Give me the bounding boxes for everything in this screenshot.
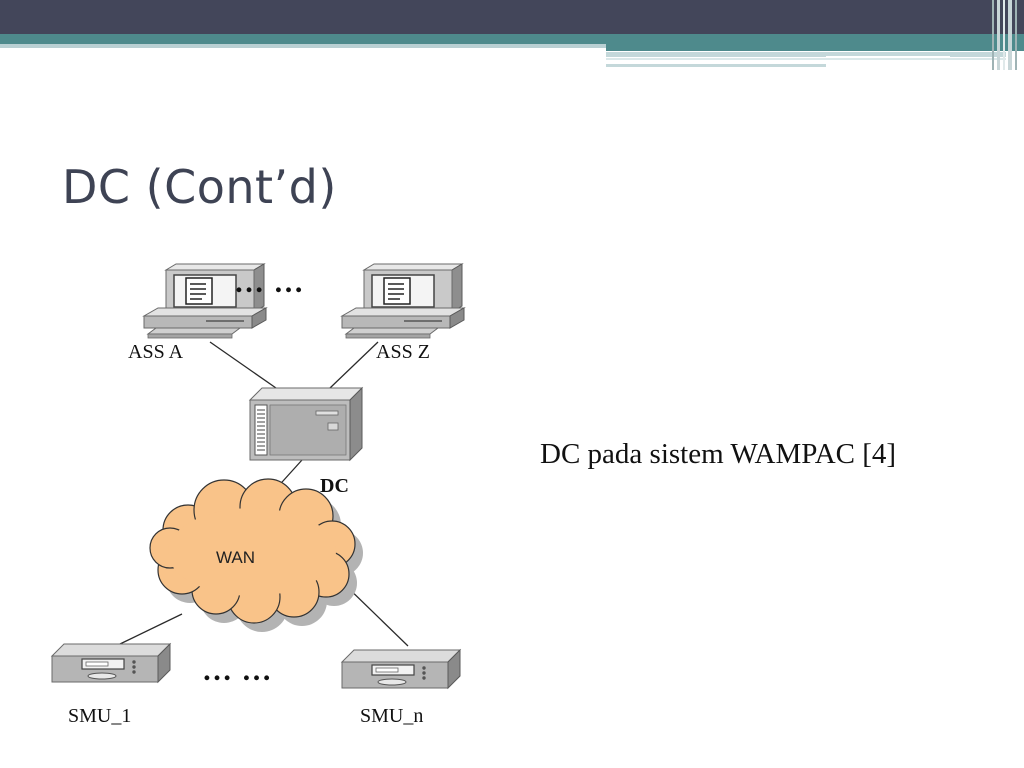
computer-workstation-icon — [341, 263, 465, 339]
link-wan-smu1 — [119, 613, 183, 645]
server-tower-icon — [248, 386, 364, 462]
slide-header-band — [0, 0, 1024, 70]
measurement-unit-ellipsis: … … — [202, 654, 273, 687]
measurement-unit-device-icon — [341, 649, 461, 689]
smu-1-device: SMU_1 — [51, 643, 171, 727]
diagram-caption: DC pada sistem WAMPAC [4] — [540, 438, 897, 470]
wampac-network-diagram: ASS A … … ASS Z DC — [51, 263, 465, 727]
ass-z-label: ASS Z — [376, 341, 430, 363]
ass-z-workstation: ASS Z — [341, 263, 465, 363]
smu-1-label: SMU_1 — [68, 705, 131, 727]
smu-n-device: SMU_n — [341, 649, 461, 727]
ass-a-label: ASS A — [128, 341, 184, 363]
workstation-ellipsis: … … — [234, 266, 305, 299]
network-cloud-icon — [149, 478, 363, 632]
smu-n-label: SMU_n — [360, 705, 423, 727]
ass-a-workstation: ASS A — [128, 263, 267, 363]
measurement-unit-device-icon — [51, 643, 171, 683]
link-assa-dc — [209, 341, 277, 389]
link-assz-dc — [329, 341, 379, 389]
slide-title: DC (Cont’d) — [62, 160, 337, 214]
wan-cloud: WAN — [149, 478, 363, 632]
dc-label: DC — [320, 475, 349, 497]
wan-label: WAN — [216, 548, 255, 567]
dc-server: DC — [248, 386, 364, 497]
